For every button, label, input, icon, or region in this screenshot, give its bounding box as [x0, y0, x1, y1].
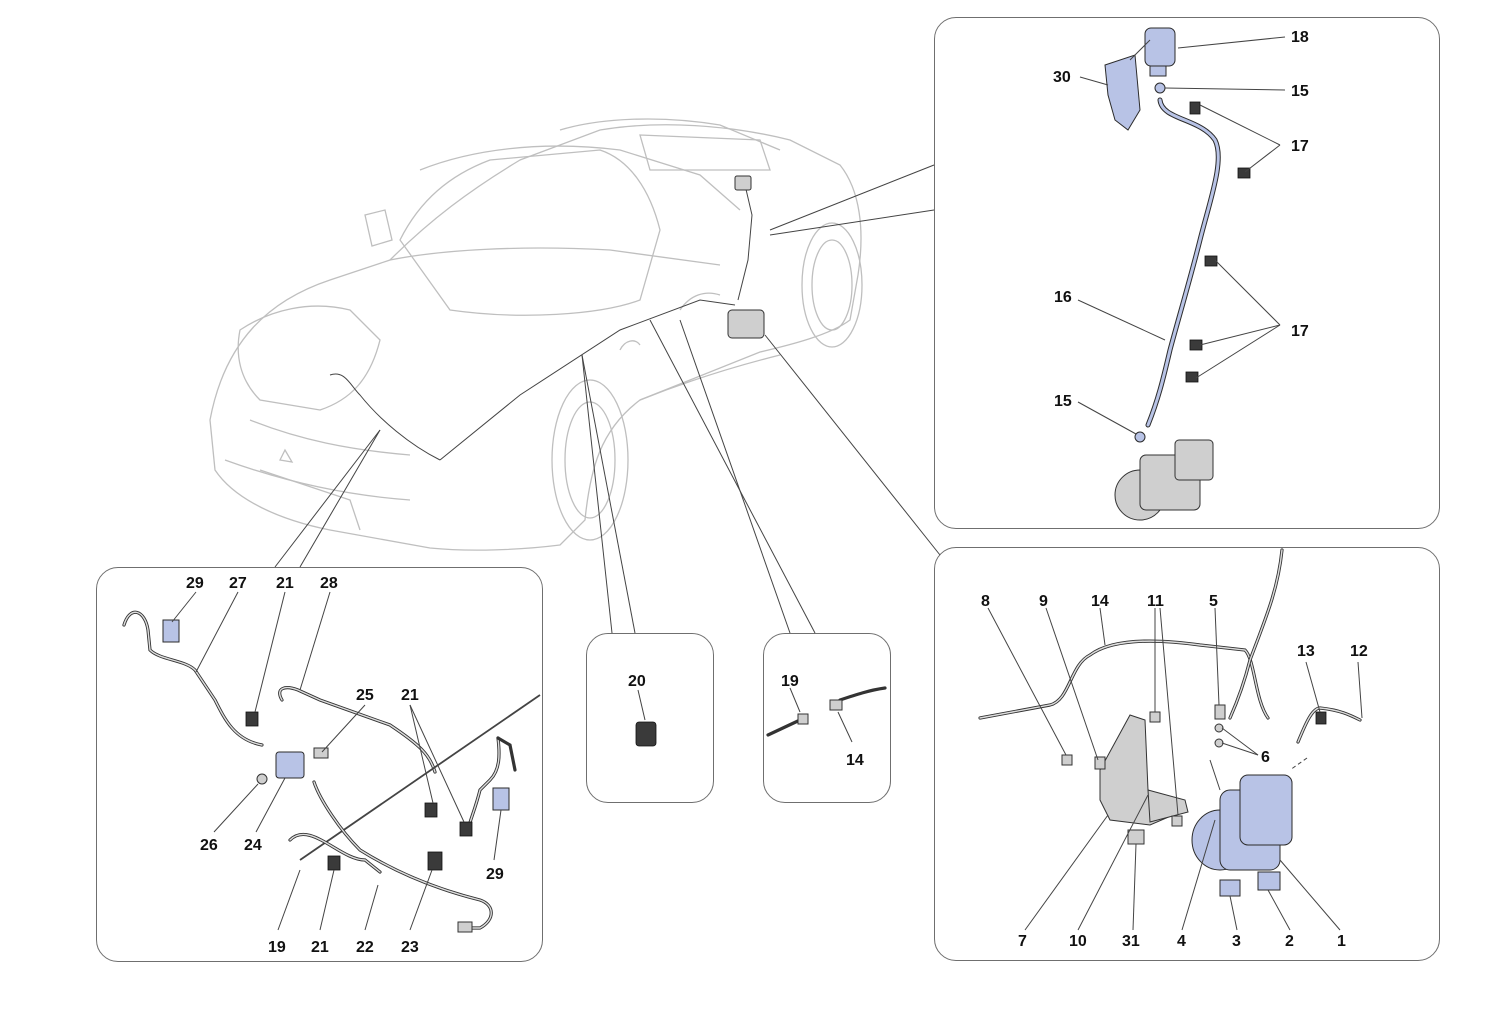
pump-unit-assembly: [978, 548, 1362, 897]
callout-4: 4: [1177, 933, 1186, 950]
callout-15: 15: [1291, 83, 1309, 100]
callout-15: 15: [1054, 393, 1072, 410]
callout-31: 31: [1122, 933, 1140, 950]
callout-30: 30: [1053, 69, 1071, 86]
detail-panel-clip: [586, 633, 714, 803]
callout-17: 17: [1291, 323, 1309, 340]
detail-panel-connector: [763, 633, 891, 803]
callout-21: 21: [276, 575, 294, 592]
callout-6: 6: [1261, 749, 1270, 766]
callout-5: 5: [1209, 593, 1218, 610]
callout-10: 10: [1069, 933, 1087, 950]
clip-20: [635, 689, 657, 747]
callout-9: 9: [1039, 593, 1048, 610]
callout-20: 20: [628, 673, 646, 690]
front-pipes-leaders: [171, 591, 502, 931]
car-outline: [209, 118, 863, 551]
callout-12: 12: [1350, 643, 1368, 660]
callout-14: 14: [846, 752, 864, 769]
callout-13: 13: [1297, 643, 1315, 660]
callout-14: 14: [1091, 593, 1109, 610]
callout-26: 26: [200, 837, 218, 854]
callout-3: 3: [1232, 933, 1241, 950]
callout-2: 2: [1285, 933, 1294, 950]
callout-19: 19: [268, 939, 286, 956]
callout-7: 7: [1018, 933, 1027, 950]
callout-numbers: 18 30 15 17 16 17 15 8 9 14 11 5 13 12 6…: [186, 29, 1368, 956]
callout-21: 21: [311, 939, 329, 956]
detail-panel-pump-unit: [934, 547, 1440, 961]
front-pipes-assembly: [122, 610, 541, 933]
callout-25: 25: [356, 687, 374, 704]
callout-11: 11: [1147, 593, 1164, 610]
callout-16: 16: [1054, 289, 1072, 306]
callout-24: 24: [244, 837, 262, 854]
reservoir-leaders: [1077, 36, 1286, 435]
callout-21: 21: [401, 687, 419, 704]
callout-22: 22: [356, 939, 374, 956]
reservoir-assembly: [1104, 27, 1251, 521]
connector-19-14: [766, 686, 887, 743]
callout-29: 29: [186, 575, 204, 592]
callout-18: 18: [1291, 29, 1309, 46]
callout-17: 17: [1291, 138, 1309, 155]
callout-8: 8: [981, 593, 990, 610]
callout-29: 29: [486, 866, 504, 883]
callout-28: 28: [320, 575, 338, 592]
pump-unit-leaders: [987, 607, 1363, 931]
callout-27: 27: [229, 575, 247, 592]
callout-leaders: [274, 164, 941, 634]
callout-1: 1: [1337, 933, 1346, 950]
callout-19: 19: [781, 673, 799, 690]
callout-23: 23: [401, 939, 419, 956]
